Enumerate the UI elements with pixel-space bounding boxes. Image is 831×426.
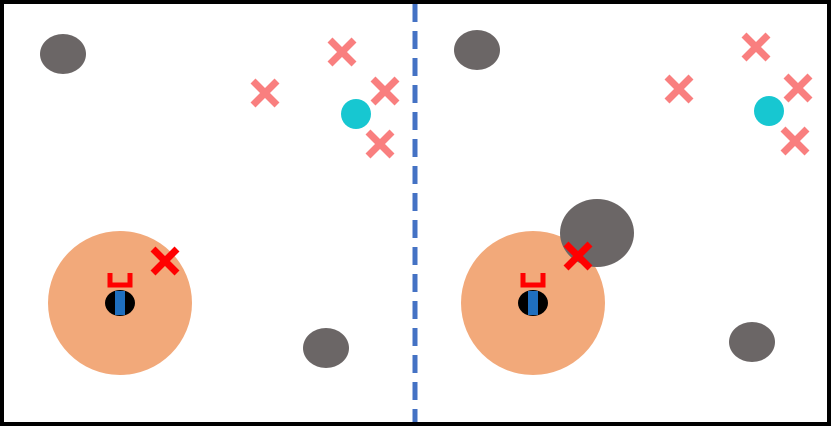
selected-marker-icon [563, 241, 593, 271]
robot-stripe [528, 291, 538, 315]
candidate-marker-icon [327, 37, 357, 67]
candidate-marker-icon [741, 32, 771, 62]
candidate-marker-icon [365, 129, 395, 159]
robot-icon [518, 273, 548, 316]
right-panel [454, 30, 813, 375]
obstacle [560, 199, 634, 267]
goal-marker [341, 99, 371, 129]
left-panel [40, 34, 400, 375]
gripper-icon [520, 273, 546, 288]
candidate-marker-icon [664, 74, 694, 104]
candidate-marker-icon [250, 78, 280, 108]
obstacle [40, 34, 86, 74]
gripper-icon [107, 273, 133, 288]
robot-stripe [115, 291, 125, 315]
candidate-marker-icon [370, 76, 400, 106]
selected-marker-icon [150, 246, 180, 276]
obstacle [303, 328, 349, 368]
robot-icon [105, 273, 135, 316]
goal-marker [754, 96, 784, 126]
obstacle [454, 30, 500, 70]
obstacle [729, 322, 775, 362]
candidate-marker-icon [780, 126, 810, 156]
candidate-marker-icon [783, 73, 813, 103]
